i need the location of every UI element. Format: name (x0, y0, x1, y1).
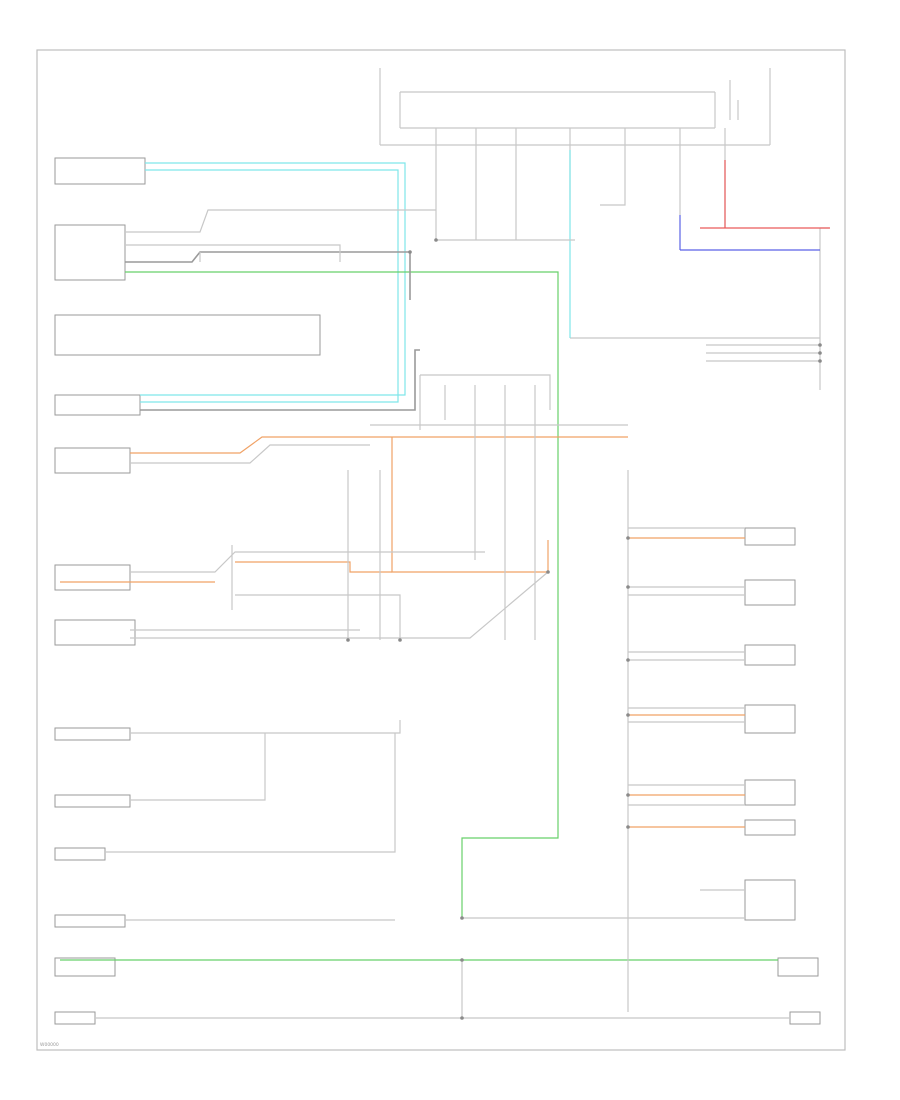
right-connector-column (570, 160, 830, 390)
diagram-frame (36, 49, 846, 1051)
module-boxes-left (54, 157, 321, 1025)
gray-wiring (95, 190, 790, 1019)
splice-dots (346, 238, 822, 1020)
orange-wires (60, 436, 745, 828)
cyan-wires (140, 150, 571, 403)
module-boxes-right (744, 527, 821, 1025)
diagram-code: W00000 (40, 1042, 59, 1048)
green-wires (60, 271, 778, 961)
top-fuse-block (379, 68, 771, 146)
